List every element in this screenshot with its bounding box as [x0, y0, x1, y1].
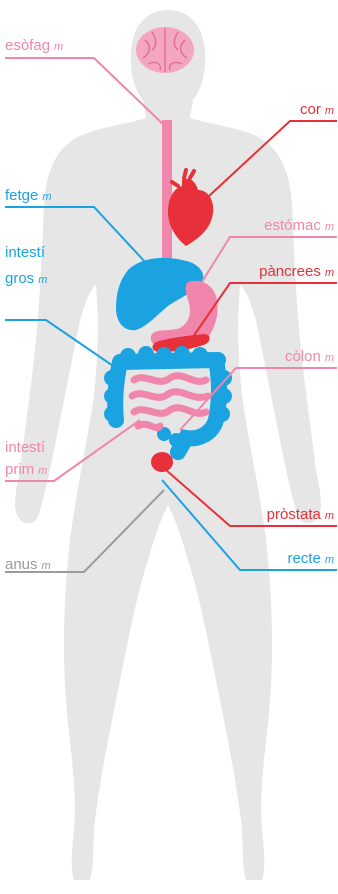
- prostate-shape: [151, 452, 173, 472]
- label-intesti-gros-line1: intestí: [5, 244, 46, 261]
- label-intesti-prim-line1: intestí: [5, 439, 46, 456]
- esophagus-shape: [162, 120, 172, 270]
- brain-shape: [136, 27, 194, 73]
